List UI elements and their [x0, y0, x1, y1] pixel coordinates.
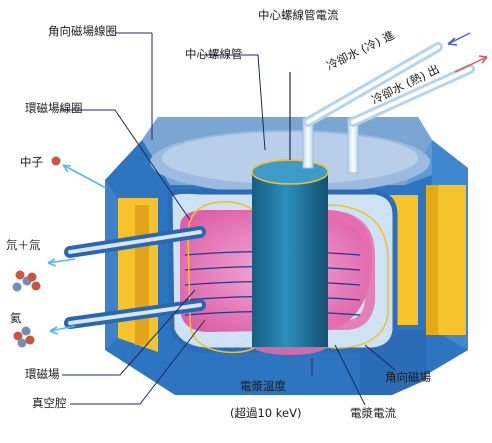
label-vacuum-chamber: 真空腔	[32, 396, 67, 410]
neutron-particle	[51, 156, 61, 166]
particles	[12, 156, 61, 348]
label-toroidal-coil: 環磁場線圈	[25, 101, 83, 115]
coolant-pipes	[302, 32, 488, 174]
label-neutron: 中子	[20, 155, 43, 169]
label-central-solenoid-current: 中心螺線管電流	[258, 8, 339, 22]
label-plasma-current: 電漿電流	[350, 406, 396, 420]
label-helium: 氦	[10, 311, 22, 325]
label-central-solenoid: 中心螺線管	[185, 47, 243, 61]
label-poloidal-coil: 角向磁場線圈	[48, 24, 117, 38]
label-poloidal-field: 角向磁場	[385, 370, 431, 384]
label-plasma-temperature: 電漿溫度	[240, 379, 286, 393]
label-fuel: 氘＋氚	[6, 238, 41, 252]
central-solenoid	[251, 72, 329, 355]
label-toroidal-field: 環磁場	[25, 367, 60, 381]
label-plasma-temperature-value: (超過10 keV)	[230, 406, 302, 420]
leader-lines	[60, 32, 396, 406]
injection-pipes	[47, 164, 206, 335]
